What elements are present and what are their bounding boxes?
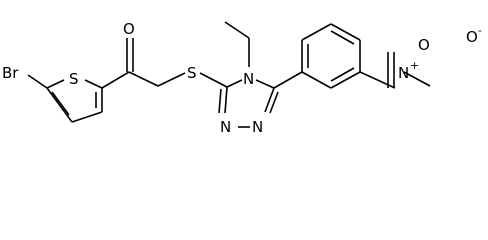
bond-phenyl-n — [359, 71, 396, 89]
triazole-ring — [218, 79, 279, 128]
double-bond-c4-c5 — [51, 91, 70, 116]
double-bond-ph4-ph5 — [330, 30, 355, 45]
bond-br-c5 — [27, 74, 48, 89]
charge-nitro-minus: - — [478, 24, 482, 37]
bond-s-c2 — [84, 79, 103, 89]
bond-ph5-ph6 — [301, 23, 332, 41]
atom-bromine: Br — [2, 64, 19, 82]
structure-drawing: Br S O S N N N N + O O - — [2, 20, 482, 136]
bond-c5-n1 — [264, 87, 275, 113]
double-bond-n2-c3 — [218, 88, 222, 114]
atom-nitrogen-nitro: N — [398, 64, 409, 82]
bond-n4-c5 — [255, 79, 275, 89]
keto-linker — [101, 38, 186, 89]
bond-c2-carbonyl — [101, 71, 130, 89]
bond-c4-c5 — [46, 87, 73, 123]
atom-sulfur-thioether: S — [187, 64, 197, 82]
bond-s-c3 — [199, 72, 228, 88]
atom-nitrogen-2: N — [220, 118, 231, 136]
thiophene-ring — [27, 74, 103, 123]
bond-c3-c4 — [71, 111, 103, 123]
bond-n2-c3 — [224, 86, 228, 114]
atom-nitrogen-1: N — [252, 118, 263, 136]
charge-nitro-plus: + — [410, 59, 419, 72]
bond-c3-n4 — [226, 79, 243, 88]
double-bond-c5-n1 — [269, 91, 279, 114]
atom-oxygen-carbonyl: O — [123, 20, 135, 38]
bond-carbonyl-ch2 — [128, 71, 159, 87]
atom-nitrogen-4: N — [243, 70, 254, 88]
nitro-group — [359, 52, 431, 89]
bond-ph2-ph3 — [330, 71, 361, 89]
ethyl-group — [224, 21, 250, 67]
atom-oxygen-nitro-right: O — [466, 28, 478, 46]
bond-n-o-right — [403, 71, 431, 87]
bond-c5-s — [46, 79, 65, 89]
molecule-canvas: Br S O S N N N N + O O - — [2, 20, 482, 136]
bond-ch2-ch3 — [224, 21, 250, 39]
double-bond-ph2-ph3 — [330, 67, 355, 82]
bond-ph1-ph2 — [301, 71, 332, 89]
bond-c5-phenyl — [273, 71, 303, 89]
bond-ch2-s — [157, 72, 186, 87]
atom-sulfur-thiophene: S — [69, 70, 79, 88]
bond-ph4-ph5 — [330, 23, 361, 41]
atom-oxygen-nitro-top: O — [418, 36, 430, 54]
phenyl-ring — [301, 23, 361, 89]
